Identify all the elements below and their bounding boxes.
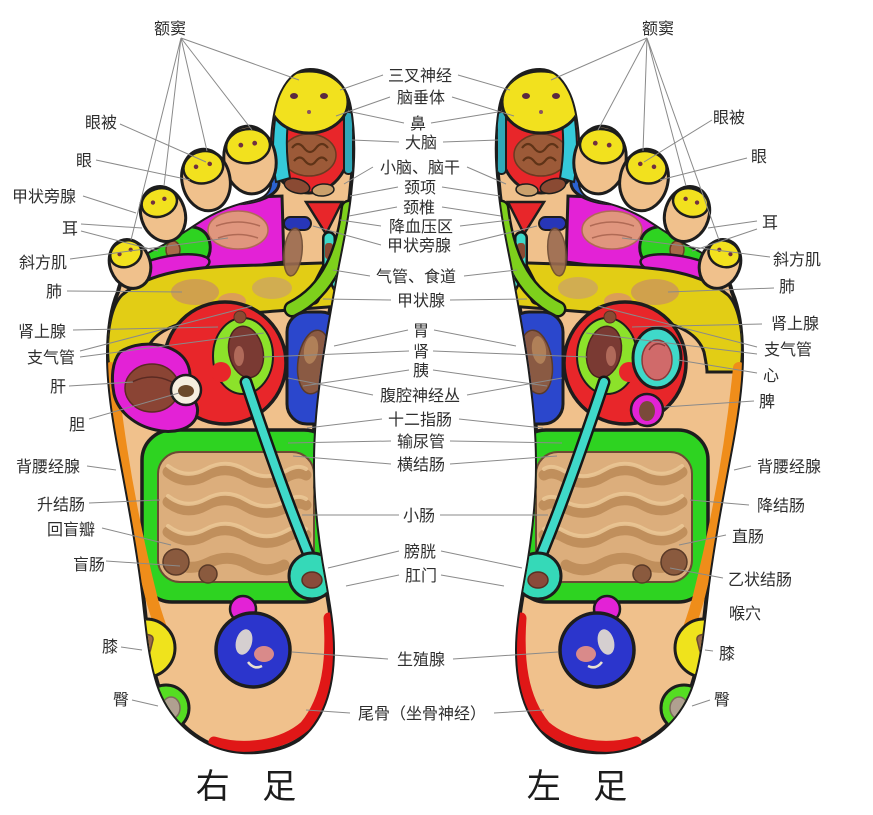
label-center-pancreas: 胰 — [413, 362, 429, 380]
label-center-blood-pressure: 降血压区 — [389, 218, 453, 236]
label-left-hip: 臀 — [113, 692, 129, 709]
label-center-cervical-vertebra: 颈椎 — [403, 199, 435, 217]
label-right-rectum: 直肠 — [732, 528, 764, 546]
label-left-bronchus: 支气管 — [27, 349, 75, 367]
label-left-ileocecal: 回盲瓣 — [47, 521, 95, 539]
leader-lines — [66, 37, 775, 714]
label-center-ureter: 输尿管 — [397, 433, 445, 451]
label-left-knee: 膝 — [102, 638, 118, 656]
label-center-thyroid: 甲状腺 — [397, 292, 445, 310]
label-left-adrenal: 肾上腺 — [18, 323, 66, 341]
label-center-parathyroid: 甲状旁腺 — [387, 237, 451, 255]
left-foot-illustration — [497, 70, 750, 752]
label-center-stomach: 胃 — [413, 323, 429, 340]
label-right-heart: 心 — [763, 367, 779, 385]
label-right-bronchus: 支气管 — [764, 341, 812, 359]
label-center-transverse-colon: 横结肠 — [397, 456, 445, 474]
label-center-nose: 鼻 — [410, 115, 426, 133]
label-left-frontal-sinus: 额窦 — [154, 20, 186, 38]
label-left-parathyroid: 甲状旁腺 — [12, 188, 76, 206]
label-right-knee: 膝 — [719, 645, 735, 663]
label-right-eyelid: 眼被 — [713, 109, 745, 127]
label-left-gallbladder: 胆 — [69, 416, 85, 434]
label-right-descending-colon: 降结肠 — [757, 497, 805, 515]
label-center-nape: 颈项 — [404, 179, 436, 197]
label-center-anus: 肛门 — [405, 567, 437, 585]
label-right-eye: 眼 — [751, 148, 767, 166]
label-center-cerebellum: 小脑、脑干 — [380, 159, 460, 177]
label-center-celiac-plexus: 腹腔神经丛 — [380, 387, 460, 405]
label-right-trapezius: 斜方肌 — [773, 251, 821, 269]
label-left-back-waist: 背腰经腺 — [16, 458, 80, 476]
label-center-duodenum: 十二指肠 — [388, 411, 452, 429]
label-center-pituitary: 脑垂体 — [397, 89, 445, 107]
label-center-kidney: 肾 — [413, 343, 429, 361]
right-foot-title: 右 足 — [196, 768, 309, 806]
label-left-eyelid: 眼被 — [85, 114, 117, 132]
label-right-back-waist: 背腰经腺 — [757, 458, 821, 476]
label-left-ascending-colon: 升结肠 — [37, 496, 85, 514]
label-right-lung: 肺 — [779, 278, 795, 296]
label-center-coccyx: 尾骨（坐骨神经） — [358, 705, 486, 723]
label-left-eye: 眼 — [76, 152, 92, 170]
label-center-cerebrum: 大脑 — [405, 134, 437, 152]
label-right-spleen: 脾 — [759, 393, 775, 411]
label-left-trapezius: 斜方肌 — [19, 254, 67, 272]
label-right-throat-point: 喉穴 — [729, 605, 761, 623]
label-center-trigeminal-nerve: 三叉神经 — [388, 67, 452, 85]
label-center-gonad: 生殖腺 — [397, 651, 445, 669]
label-left-ear: 耳 — [62, 221, 78, 238]
label-center-small-intestine: 小肠 — [403, 507, 435, 525]
label-right-adrenal: 肾上腺 — [771, 315, 819, 333]
label-right-sigmoid-colon: 乙状结肠 — [728, 571, 792, 589]
labels: 三叉神经 脑垂体 鼻 大脑 小脑、脑干 颈项 颈椎 降血压区 甲状旁腺 气管、食… — [12, 20, 821, 806]
label-left-cecum: 盲肠 — [73, 556, 105, 574]
label-center-trachea-esophagus: 气管、食道 — [376, 268, 456, 286]
label-center-bladder: 膀胱 — [404, 543, 436, 561]
right-foot-illustration — [100, 70, 353, 752]
label-left-liver: 肝 — [50, 378, 66, 396]
label-right-hip: 臀 — [714, 692, 730, 709]
label-left-lung: 肺 — [46, 283, 62, 301]
left-foot-title: 左 足 — [527, 768, 640, 806]
label-right-ear: 耳 — [762, 215, 778, 232]
label-right-frontal-sinus: 额窦 — [642, 20, 674, 38]
